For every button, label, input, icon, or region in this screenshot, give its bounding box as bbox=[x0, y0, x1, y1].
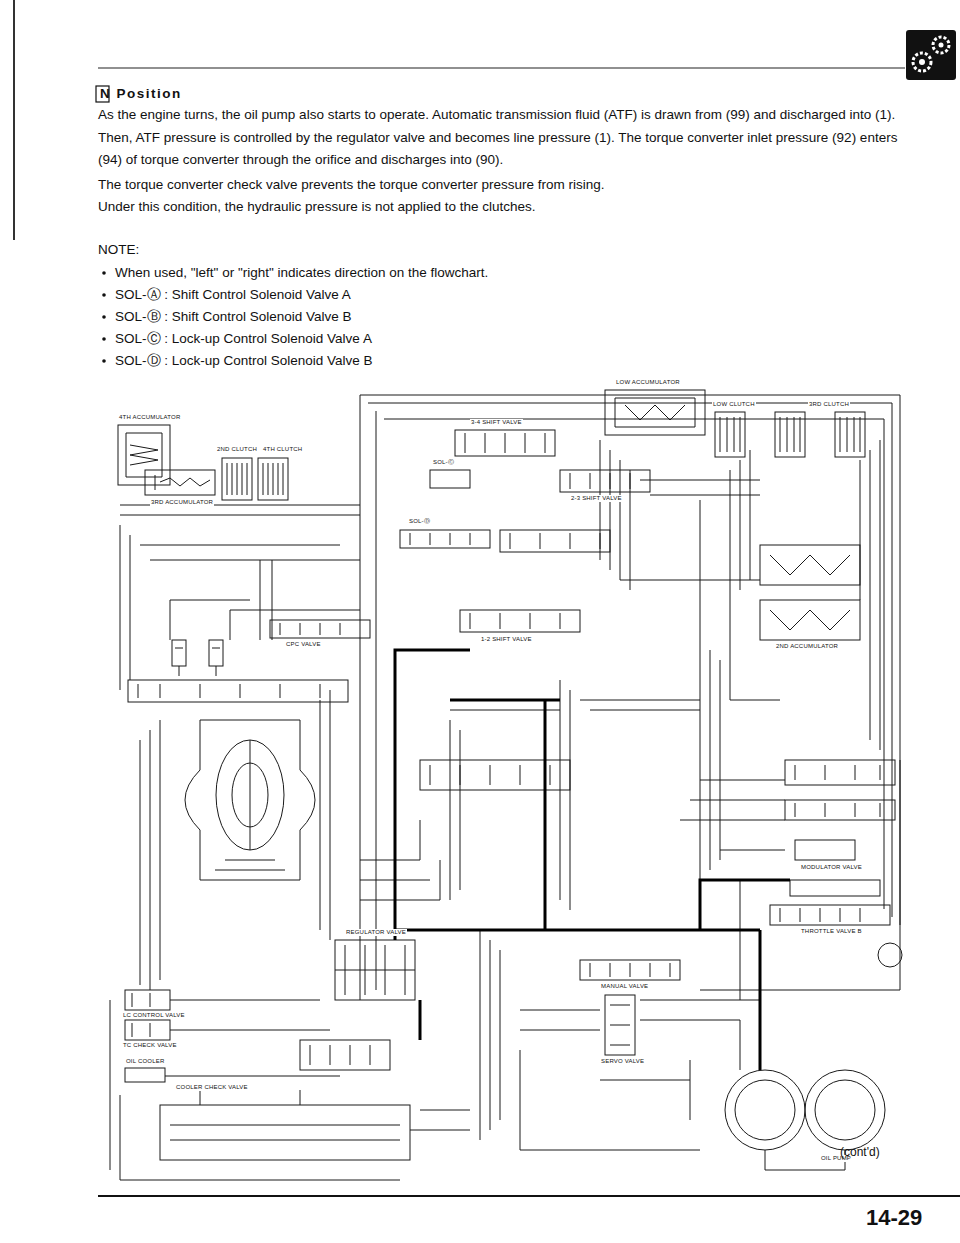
part-label: CPC VALVE bbox=[285, 641, 322, 648]
part-label: LC CONTROL VALVE bbox=[122, 1012, 186, 1019]
part-label: 3-4 SHIFT VALVE bbox=[470, 419, 523, 426]
note-item: SOL-Ⓐ : Shift Control Solenoid Valve A bbox=[115, 284, 905, 307]
note-item: SOL-Ⓒ : Lock-up Control Solenoid Valve A bbox=[115, 328, 905, 351]
solenoid-label: SOL-Ⓓ bbox=[408, 518, 431, 525]
section-icon bbox=[906, 30, 956, 80]
part-label: 4TH ACCUMULATOR bbox=[118, 414, 181, 421]
part-label: REGULATOR VALVE bbox=[345, 929, 407, 936]
part-label: 2ND CLUTCH bbox=[216, 446, 258, 453]
part-label: OIL COOLER bbox=[125, 1058, 165, 1065]
line-pressure-path bbox=[395, 650, 790, 1070]
note-item: When used, "left" or "right" indicates d… bbox=[115, 262, 905, 285]
part-label: MODULATOR VALVE bbox=[800, 864, 863, 871]
note-item: SOL-Ⓑ : Shift Control Solenoid Valve B bbox=[115, 306, 905, 329]
part-label: LOW CLUTCH bbox=[712, 401, 756, 408]
part-label: 3RD ACCUMULATOR bbox=[150, 499, 214, 506]
continued-note: (cont'd) bbox=[840, 1146, 880, 1160]
part-label: 3RD CLUTCH bbox=[808, 401, 850, 408]
part-label: LOW ACCUMULATOR bbox=[615, 379, 681, 386]
part-label: TC CHECK VALVE bbox=[122, 1042, 178, 1049]
page-number: 14-29 bbox=[866, 1205, 922, 1230]
hydraulic-circuit bbox=[110, 390, 902, 1180]
part-label: MANUAL VALVE bbox=[600, 983, 649, 990]
part-label: 2-3 SHIFT VALVE bbox=[570, 495, 623, 502]
note-bullets bbox=[102, 271, 106, 363]
body-paragraph: The torque converter check valve prevent… bbox=[98, 174, 906, 197]
body-paragraph: As the engine turns, the oil pump also s… bbox=[98, 104, 906, 172]
part-label: 1-2 SHIFT VALVE bbox=[480, 636, 533, 643]
part-label: 4TH CLUTCH bbox=[262, 446, 303, 453]
note-heading: NOTE: bbox=[98, 239, 398, 262]
body-paragraph: Under this condition, the hydraulic pres… bbox=[98, 196, 906, 219]
part-label: SERVO VALVE bbox=[600, 1058, 645, 1065]
part-label: COOLER CHECK VALVE bbox=[175, 1084, 249, 1091]
section-title: N Position bbox=[98, 86, 182, 102]
part-label: THROTTLE VALVE B bbox=[800, 928, 863, 935]
solenoid-label: SOL-Ⓒ bbox=[432, 459, 455, 466]
part-label: 2ND ACCUMULATOR bbox=[775, 643, 839, 650]
note-item: SOL-Ⓓ : Lock-up Control Solenoid Valve B bbox=[115, 350, 905, 373]
